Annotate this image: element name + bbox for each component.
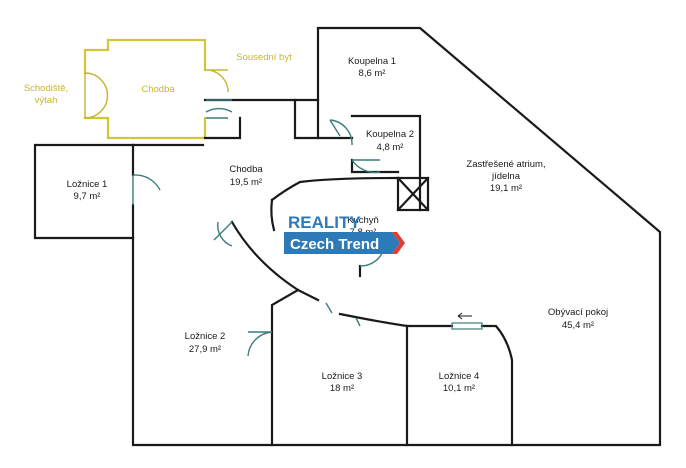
door-bath2 [351, 159, 381, 174]
neighbour-label: Sousední byt [236, 52, 292, 63]
koupelna2-name: Koupelna 2 [366, 129, 414, 140]
stairs-label-2: výtah [35, 95, 58, 106]
door-bedroom3a [325, 302, 333, 314]
chodba-name: Chodba [229, 164, 263, 175]
atrium-line1: Zastřešené atrium, [466, 159, 545, 170]
loznice3-area: 18 m² [330, 383, 354, 394]
loznice3-name: Ložnice 3 [322, 371, 363, 382]
logo-top-text: REALITY [288, 213, 361, 232]
door-hall [205, 99, 233, 113]
logo-chevron-icon [392, 232, 405, 254]
koupelna2-area: 4,8 m² [377, 142, 404, 153]
door-bedroom1 [132, 174, 161, 205]
logo-bottom-text: Czech Trend [290, 236, 379, 253]
shared-hall-label: Chodba [141, 84, 175, 95]
stairs-label-1: Schodiště, [24, 83, 68, 94]
door-bedroom2 [247, 331, 273, 357]
loznice4-name: Ložnice 4 [439, 371, 480, 382]
loznice1-area: 9,7 m² [74, 191, 101, 202]
shared-hall-outline [83, 38, 229, 140]
loznice2-area: 27,9 m² [189, 344, 221, 355]
loznice2-name: Ložnice 2 [185, 331, 226, 342]
obyvaci-name: Obývací pokoj [548, 307, 608, 318]
logo-banner [284, 232, 400, 254]
door-bath1 [329, 119, 353, 146]
koupelna1-name: Koupelna 1 [348, 56, 396, 67]
sliding-door [451, 322, 483, 330]
atrium-line2: jídelna [491, 171, 521, 182]
door-kitchen [213, 221, 233, 247]
chodba-area: 19,5 m² [230, 177, 262, 188]
atrium-area: 19,1 m² [490, 183, 522, 194]
reality-czech-trend-logo: REALITY Czech Trend [284, 213, 405, 254]
kuchyn-name: Kuchyň [347, 215, 379, 226]
koupelna1-area: 8,6 m² [359, 68, 386, 79]
slide-arrow [457, 312, 472, 320]
door-bedroom3b [355, 317, 361, 327]
door-neighbour [204, 69, 229, 93]
apartment-walls [33, 26, 662, 447]
loznice1-name: Ložnice 1 [67, 179, 108, 190]
loznice4-area: 10,1 m² [443, 383, 475, 394]
obyvaci-area: 45,4 m² [562, 320, 594, 331]
door-stairs [84, 72, 109, 119]
service-shaft [396, 176, 430, 212]
doors [132, 99, 483, 357]
